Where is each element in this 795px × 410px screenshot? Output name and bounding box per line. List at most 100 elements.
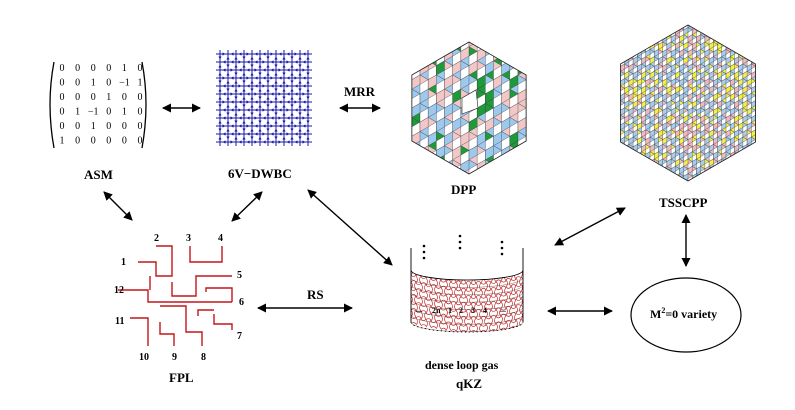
asm-cell: 0 [60,107,65,118]
tsscpp-tile [532,144,536,151]
dpp-tile [322,9,330,23]
tsscpp-tile [578,196,586,201]
tsscpp-tile [595,123,603,128]
tsscpp-tile [760,101,764,108]
tsscpp-tile [637,153,642,162]
tsscpp-tile [566,144,570,151]
tsscpp-tile [549,42,557,47]
edge-arrow [230,76,234,80]
edge-arrow [290,72,294,76]
tsscpp-tile [566,188,574,193]
dpp-tile [412,23,420,37]
edge-arrow [250,80,254,84]
tsscpp-tile [768,15,772,22]
dpp-tile [379,160,387,174]
dpp-tile [322,94,330,108]
dpp-tile [559,188,567,202]
dpp-tile [412,188,420,202]
tsscpp-tile [755,122,756,128]
dpp-tile [461,18,477,27]
tsscpp-tile [553,81,557,88]
tsscpp-tile [789,64,793,71]
tsscpp-tile [742,158,748,167]
dpp-tile [322,61,338,70]
tsscpp-tile [566,88,570,95]
tsscpp-tile [717,71,722,79]
tsscpp-tile [654,25,659,28]
tsscpp-tile [557,203,561,210]
tsscpp-tile [599,57,607,62]
dpp-tile [428,221,436,235]
tsscpp-tile [553,152,557,159]
tsscpp-tile [725,100,731,109]
tsscpp-tile [553,93,557,100]
tsscpp-tile [789,140,793,147]
dpp-tile [396,108,404,122]
tsscpp-tile [777,174,785,179]
dpp-tile [567,4,583,13]
tsscpp-tile [637,183,641,190]
asm-cell: 0 [106,107,111,118]
tsscpp-tile [608,203,612,210]
dpp-tile [314,188,330,197]
dpp-tile [363,216,379,225]
tsscpp-tile [785,144,793,149]
tsscpp-tile [722,183,726,190]
tsscpp-tile [785,174,793,179]
dpp-tile [600,235,608,249]
tsscpp-tile [608,130,616,135]
tsscpp-tile [747,6,755,11]
tsscpp-tile [637,36,642,45]
tsscpp-tile [746,34,752,43]
dpp-tile [330,160,346,169]
tsscpp-tile [557,144,565,149]
tsscpp-tile [604,166,608,173]
tsscpp-tile [721,107,727,116]
dpp-tile [436,202,444,216]
edge-arrow [218,80,222,84]
dpp-tile [427,164,437,174]
dpp-tile [330,0,338,4]
edge-arrow [254,140,258,144]
edge-arrow [262,68,266,72]
tsscpp-tile [696,183,700,190]
tsscpp-tile [662,168,668,177]
dpp-tile [363,136,371,150]
dpp-tile [591,18,607,27]
tsscpp-tile [566,130,574,135]
tsscpp-tile [620,34,625,43]
dpp-tile [322,33,338,42]
tsscpp-tile [549,86,557,91]
tsscpp-tile [789,6,793,13]
dpp-tile [379,160,395,169]
tsscpp-tile [595,183,599,190]
dpp-tile [314,75,330,84]
tsscpp-tile [628,153,634,162]
edge-arrow [294,108,298,112]
tsscpp-tile [536,140,540,147]
tsscpp-tile [553,20,561,25]
tsscpp-tile [785,59,789,66]
tsscpp-tile [662,63,668,72]
tsscpp-tile [760,42,764,49]
tsscpp-tile [544,181,548,188]
dpp-tile [322,179,330,193]
tsscpp-tile [587,108,591,115]
tsscpp-tile [751,13,755,20]
tsscpp-tile [764,49,768,56]
dpp-tile [387,231,403,240]
tsscpp-tile [591,118,595,125]
dpp-tile [468,145,478,161]
edge-arrow [230,60,234,64]
tsscpp-tile [666,129,672,138]
dpp-tile [534,231,550,240]
tsscpp-tile [683,56,689,65]
dpp-tile [379,188,387,202]
tsscpp-tile [663,6,667,13]
asm-cell: 0 [75,78,80,89]
tsscpp-tile [587,110,591,117]
tsscpp-tile [591,159,595,166]
dpp-tile [379,132,395,141]
tsscpp-tile [637,168,642,177]
dpp-tile [469,4,485,13]
